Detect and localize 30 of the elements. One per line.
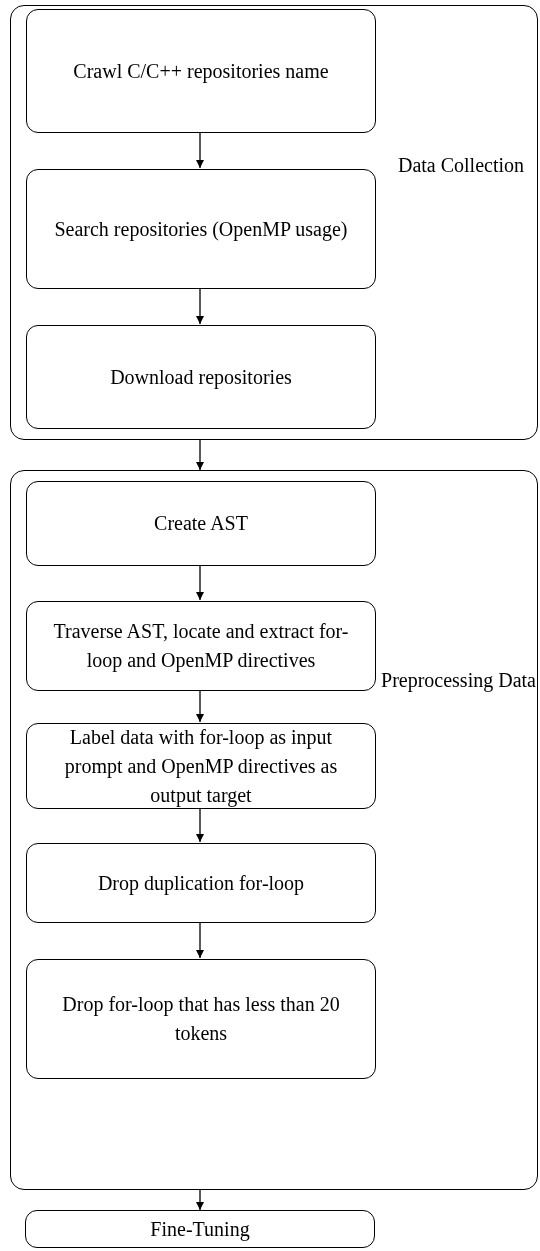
arrow [196,689,204,723]
group-frame [10,5,538,440]
process-box [25,1210,375,1248]
box-text: Label data with for-loop as input prompt and OpenMP directives as output target [63,724,339,809]
process-box [26,481,376,566]
process-box [26,601,376,691]
box-text: Drop duplication for-loop [97,870,305,897]
arrow [196,131,204,169]
box-text: Crawl C/C++ repositories name [73,58,329,85]
process-box [26,9,376,133]
arrow [196,564,204,601]
box-text: Download repositories [110,364,292,391]
process-box [26,723,376,809]
process-box [26,843,376,923]
arrow [196,287,204,325]
group-label: Preprocessing Data [381,668,536,694]
group-label: Data Collection [396,153,526,178]
arrow [196,1189,204,1211]
arrow [196,921,204,959]
arrow [196,439,204,471]
process-box [26,325,376,429]
box-text: Create AST [154,511,248,536]
box-text: Search repositories (OpenMP usage) [54,216,348,243]
group-frame [10,470,538,1190]
box-text: Traverse AST, locate and extract for-loop and OpenMP directives [52,619,350,674]
process-box [26,169,376,289]
arrow [196,807,204,843]
process-box [26,959,376,1079]
box-text: Fine-Tuning [150,1216,250,1243]
box-text: Drop for-loop that has less than 20 tokens [61,992,341,1046]
